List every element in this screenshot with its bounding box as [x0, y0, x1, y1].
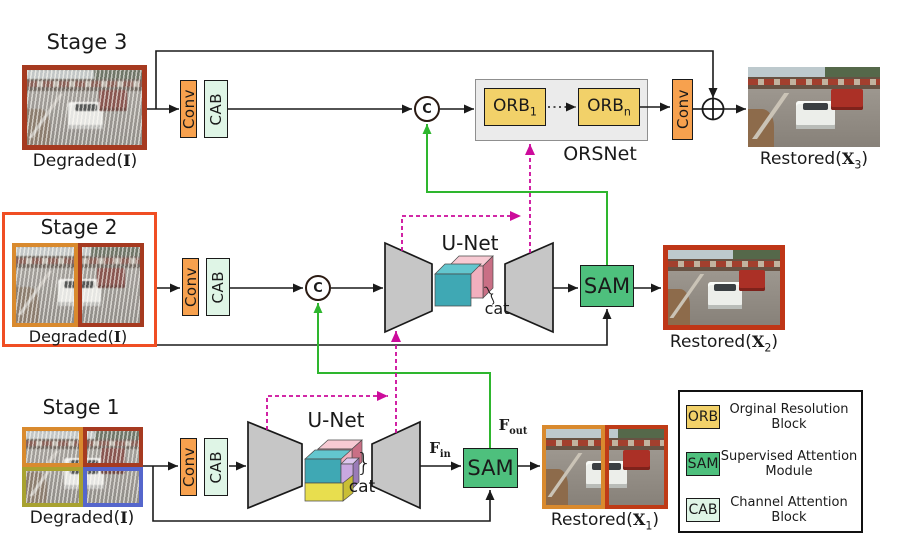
degraded-image-stage1-tl [22, 427, 83, 467]
skip-connection-stage3 [155, 50, 718, 109]
cab-block-stage3: CAB [204, 80, 228, 138]
degraded-image-stage3 [22, 65, 147, 150]
conv-block-stage2: Conv [182, 258, 200, 316]
restored1-left-scene [546, 429, 601, 505]
orb-legend-text: Orginal Resolution Block [729, 402, 849, 432]
degraded-image-stage2-left [12, 243, 78, 327]
rain-overlay [27, 70, 142, 145]
restored3-scene [748, 67, 880, 147]
stage3-title: Stage 3 [46, 30, 128, 54]
orb-legend-chip: ORB [686, 405, 720, 429]
stage2-title: Stage 2 [40, 215, 118, 239]
degraded3-label: Degraded(I) [32, 151, 138, 171]
degraded-image-stage2-right [78, 243, 144, 327]
sam-block-stage1: SAM [463, 448, 518, 488]
conv-block-orsnet-out: Conv [672, 79, 693, 140]
cab-legend-chip: CAB [686, 498, 720, 522]
sam1-output-to-concat2 [313, 303, 491, 448]
unet-decoder-stage2 [504, 241, 554, 334]
restored-image-stage3 [748, 67, 880, 147]
orbn-block: ORBn [578, 88, 640, 126]
degraded1-label: Degraded(I) [29, 508, 135, 528]
restored-image-stage1-left [542, 425, 605, 509]
cab-block-stage2: CAB [206, 258, 230, 316]
conv-block-stage3: Conv [180, 80, 198, 138]
restored2-scene [668, 250, 780, 325]
concat-feature-blocks-stage1 [304, 439, 363, 502]
orsnet-label: ORSNet [563, 143, 637, 165]
rain-overlay [16, 247, 74, 323]
legend-row-orb: ORB Orginal Resolution Block [686, 402, 858, 432]
degraded-image-stage1-tr [83, 427, 143, 467]
restored1-right-scene [609, 429, 664, 505]
white-car [708, 281, 742, 309]
skip-connection-stage2 [157, 309, 612, 346]
white-car [795, 100, 836, 130]
cat-label-stage2: cat [484, 299, 510, 318]
concat-node-stage3: C [414, 96, 440, 122]
skip-connection-stage1 [152, 466, 495, 522]
unet-stage2 [384, 241, 554, 334]
sum-node-icon [701, 97, 725, 121]
unet-stage1 [247, 420, 421, 510]
rain-overlay [26, 431, 79, 463]
rain-overlay [82, 247, 140, 323]
concat-node-stage2: C [305, 275, 331, 301]
restored2-label: Restored(X2) [669, 332, 779, 355]
red-car [738, 270, 766, 291]
restored-image-stage1-right [605, 425, 668, 509]
sam-legend-chip: SAM [686, 452, 720, 476]
sam2-output-to-concat3 [422, 124, 608, 265]
white-car [609, 460, 627, 489]
concat-brace-stage1: } [356, 448, 372, 477]
rain-overlay [26, 471, 79, 503]
legend-box: ORB Orginal Resolution Block SAM Supervi… [678, 390, 863, 533]
restored-image-stage2 [663, 245, 785, 330]
cat-label-stage1: cat [348, 477, 376, 497]
orb1-block: ORB1 [484, 88, 546, 126]
degraded-image-stage1-bl [22, 467, 83, 507]
concat-feature-blocks-stage2 [434, 255, 494, 307]
fout-label: Fout [498, 416, 528, 437]
conv-block-stage1: Conv [180, 438, 198, 496]
rain-overlay [87, 471, 139, 503]
unet-decoder-stage1 [371, 420, 421, 510]
legend-row-cab: CAB Channel Attention Block [686, 495, 858, 525]
sam-legend-text: Supervised Attention Module [720, 449, 858, 479]
cab-block-stage1: CAB [204, 438, 228, 496]
sam-block-stage2: SAM [580, 265, 634, 307]
cab-legend-text: Channel Attention Block [730, 495, 848, 525]
degraded-image-stage1-br [83, 467, 143, 507]
restored3-label: Restored(X3) [759, 149, 869, 172]
unet-label-stage1: U-Net [307, 408, 365, 432]
unet-encoder-stage2 [384, 241, 433, 334]
unet-label-stage2: U-Net [441, 231, 499, 255]
white-car [585, 460, 601, 489]
legend-row-sam: SAM Supervised Attention Module [686, 449, 858, 479]
csff-encoder2-link [401, 211, 521, 251]
rain-overlay [87, 431, 139, 463]
degraded2-label: Degraded(I) [28, 327, 128, 346]
red-car [623, 449, 650, 471]
csff-encoder1-link [266, 391, 388, 430]
unet-encoder-stage1 [247, 420, 303, 510]
red-car [831, 88, 863, 111]
fin-label: Fin [429, 439, 451, 460]
restored1-label: Restored(X1) [550, 510, 660, 533]
stage1-title: Stage 1 [42, 395, 120, 419]
